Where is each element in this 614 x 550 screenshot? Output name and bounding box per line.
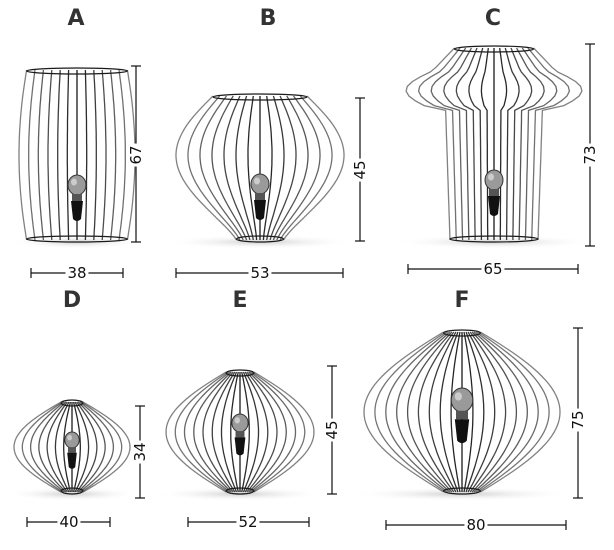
lamp-a-cage [10, 67, 144, 249]
lamp-label-c: C [484, 6, 502, 31]
lamp-label-b: B [259, 6, 277, 31]
width-label-f: 80 [464, 516, 488, 534]
height-label-f: 75 [569, 408, 587, 432]
height-label-c: 73 [581, 143, 599, 167]
dimension-lines [26, 43, 595, 530]
width-label-c: 65 [481, 260, 505, 278]
lamp-a-bulb [67, 174, 87, 221]
lamp-label-e: E [232, 288, 248, 313]
lamp-e-bulb [231, 413, 249, 456]
width-label-e: 52 [236, 513, 260, 531]
lamp-d-bulb [64, 431, 80, 469]
height-label-d: 34 [131, 440, 149, 464]
height-label-a: 67 [127, 143, 145, 167]
lamp-f-bulb [450, 387, 474, 444]
lamp-c-cage [392, 45, 596, 249]
lamp-c-bulb [484, 169, 504, 216]
height-label-e: 45 [323, 418, 341, 442]
lamp-label-d: D [62, 288, 82, 313]
lamp-e-cage [154, 369, 326, 501]
lamps-layer [5, 45, 596, 501]
lamp-f-cage [349, 329, 575, 501]
height-label-b: 45 [351, 158, 369, 182]
lamp-b-cage [163, 93, 357, 249]
width-label-b: 53 [248, 264, 272, 282]
width-label-a: 38 [65, 264, 89, 282]
lamp-label-a: A [67, 6, 85, 31]
lamp-b-bulb [250, 173, 270, 220]
lamp-d-cage [5, 399, 139, 501]
lamp-label-f: F [454, 288, 470, 313]
width-label-d: 40 [57, 513, 81, 531]
